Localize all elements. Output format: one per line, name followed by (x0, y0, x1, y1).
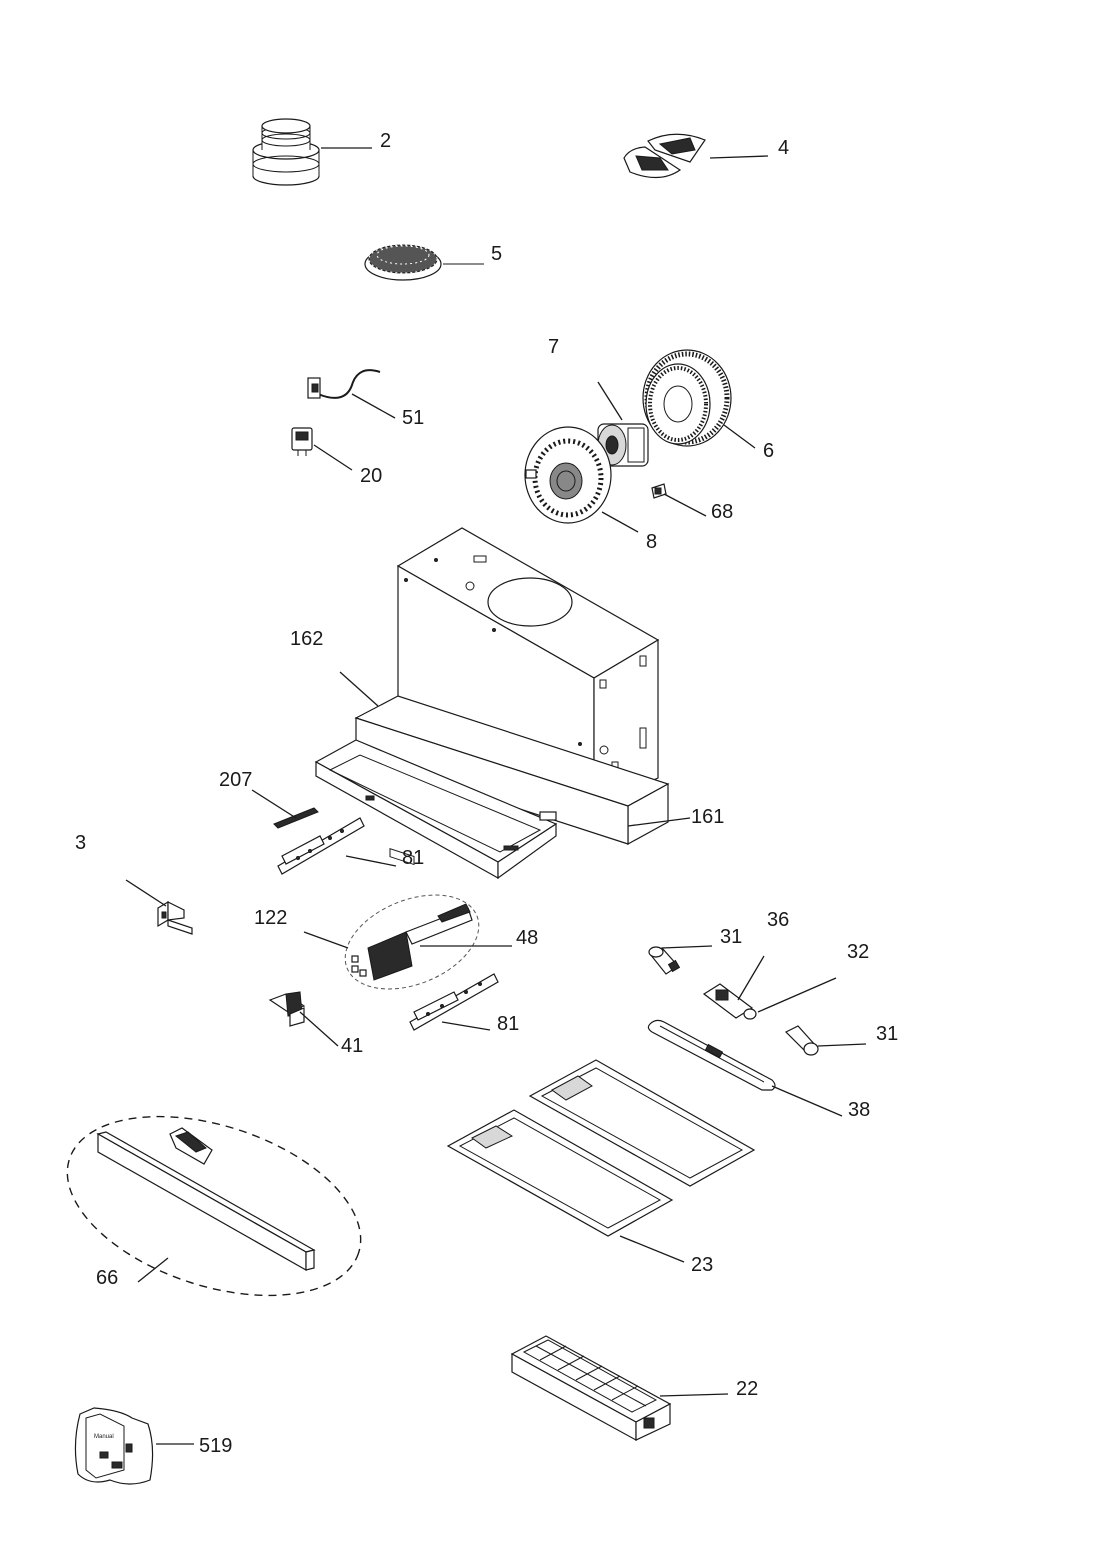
part-48-control-unit (351, 903, 473, 981)
group-66-outline (66, 1115, 362, 1297)
leader-31a (661, 945, 713, 949)
leader-38 (771, 1085, 843, 1117)
part-8-motor-plate (524, 426, 612, 524)
label-22: 22 (736, 1378, 759, 1400)
leader-51 (351, 393, 396, 419)
label-162: 162 (290, 628, 324, 650)
leader-66 (137, 1257, 169, 1283)
leader-122 (303, 931, 349, 949)
part-161-slide-tray (314, 695, 670, 880)
leader-20 (313, 444, 353, 471)
part-31-lampholder-lower (784, 1025, 819, 1056)
leader-7 (597, 381, 623, 421)
label-6: 6 (763, 440, 775, 462)
part-6-blower-wheel (642, 349, 732, 447)
leader-81b (441, 1021, 491, 1031)
leader-31b (817, 1043, 867, 1047)
label-5: 5 (491, 243, 503, 265)
leader-32 (757, 977, 837, 1013)
label-68: 68 (711, 501, 734, 523)
label-23: 23 (691, 1254, 714, 1276)
part-51-cable (307, 369, 381, 399)
label-51: 51 (402, 407, 425, 429)
label-81-lower: 81 (497, 1013, 520, 1035)
part-23-grease-filter-rear (528, 1059, 756, 1187)
leader-23 (619, 1235, 685, 1263)
leader-8 (601, 511, 639, 533)
part-81-slide-rail-upper (277, 817, 365, 875)
label-161: 161 (691, 806, 725, 828)
label-8: 8 (646, 531, 658, 553)
group-122-outline (344, 894, 480, 990)
part-22-carbon-filter (510, 1335, 672, 1442)
part-519-manual-bag: Manual (74, 1407, 154, 1485)
label-32: 32 (847, 941, 870, 963)
label-207: 207 (219, 769, 253, 791)
leader-4 (709, 155, 769, 159)
part-68-clip (651, 483, 667, 499)
label-2: 2 (380, 130, 392, 152)
label-7: 7 (548, 336, 560, 358)
part-81-slide-rail-lower (409, 973, 499, 1031)
part-36-lamp-switch (702, 983, 757, 1020)
label-48: 48 (516, 927, 539, 949)
part-41-clip (268, 991, 306, 1027)
leader-6 (723, 424, 756, 449)
leader-41 (299, 1011, 339, 1047)
label-20: 20 (360, 465, 383, 487)
label-66: 66 (96, 1267, 119, 1289)
part-66-front-trim (96, 1127, 316, 1272)
label-4: 4 (778, 137, 790, 159)
leader-3 (125, 879, 167, 907)
manual-bag-text: Manual (94, 1434, 114, 1440)
part-2-duct-adapter (252, 118, 320, 186)
label-31-upper: 31 (720, 926, 743, 948)
label-38: 38 (848, 1099, 871, 1121)
label-81-upper: 81 (402, 847, 425, 869)
label-36: 36 (767, 909, 790, 931)
leader-161 (627, 817, 691, 827)
leader-36 (737, 955, 765, 1001)
part-3-bracket (157, 900, 193, 935)
label-41: 41 (341, 1035, 364, 1057)
label-519: 519 (199, 1435, 233, 1457)
label-3: 3 (75, 832, 87, 854)
leader-207 (251, 789, 297, 819)
label-31-lower: 31 (876, 1023, 899, 1045)
label-122: 122 (254, 907, 288, 929)
leader-68 (663, 493, 707, 517)
part-5-round-filter (364, 244, 442, 281)
part-23-grease-filter-front (446, 1109, 674, 1237)
part-38-lamp-frame (647, 1019, 776, 1091)
part-7-motor (597, 423, 649, 467)
leader-162 (339, 671, 379, 707)
part-20-switch (291, 427, 313, 456)
leader-22 (659, 1393, 729, 1397)
part-31-lampholder-upper (648, 946, 681, 975)
part-4-damper-flaps (623, 133, 706, 179)
leader-81a (345, 855, 397, 867)
